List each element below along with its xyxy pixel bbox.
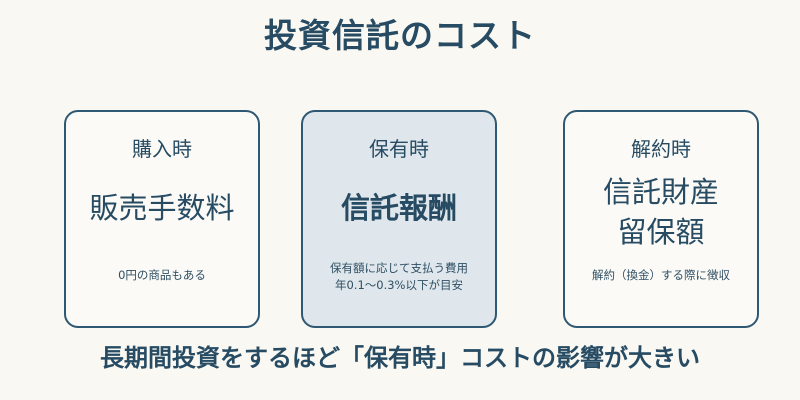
card-note: 0円の商品もある xyxy=(72,267,252,284)
cost-card-redemption: 解約時 信託財産 留保額 解約（換金）する際に徴収 xyxy=(563,110,759,328)
card-cost-name: 信託財産 留保額 xyxy=(565,172,757,252)
page-title: 投資信託のコスト xyxy=(264,16,536,55)
card-phase-label: 購入時 xyxy=(132,137,192,161)
card-cost-name: 販売手数料 xyxy=(66,188,258,228)
card-phase-label: 保有時 xyxy=(369,137,429,161)
card-cost-name-line: 信託報酬 xyxy=(340,191,457,225)
card-cost-name: 信託報酬 xyxy=(303,188,495,228)
summary-caption: 長期間投資をするほど「保有時」コストの影響が大きい xyxy=(100,344,700,372)
card-note-line: 0円の商品もある xyxy=(118,268,206,282)
card-note: 解約（換金）する際に徴収 xyxy=(571,267,751,284)
card-note: 保有額に応じて支払う費用 年0.1〜0.3%以下が目安 xyxy=(309,260,489,294)
card-cost-name-line: 販売手数料 xyxy=(89,191,235,225)
cost-card-purchase: 購入時 販売手数料 0円の商品もある xyxy=(64,110,260,328)
cost-card-holding: 保有時 信託報酬 保有額に応じて支払う費用 年0.1〜0.3%以下が目安 xyxy=(301,110,497,328)
card-note-line: 年0.1〜0.3%以下が目安 xyxy=(334,278,463,292)
card-phase-label: 解約時 xyxy=(631,137,691,161)
card-note-line: 解約（換金）する際に徴収 xyxy=(592,268,730,282)
card-cost-name-line: 信託財産 xyxy=(602,175,719,209)
card-note-line: 保有額に応じて支払う費用 xyxy=(330,261,468,275)
card-cost-name-line: 留保額 xyxy=(617,215,705,249)
